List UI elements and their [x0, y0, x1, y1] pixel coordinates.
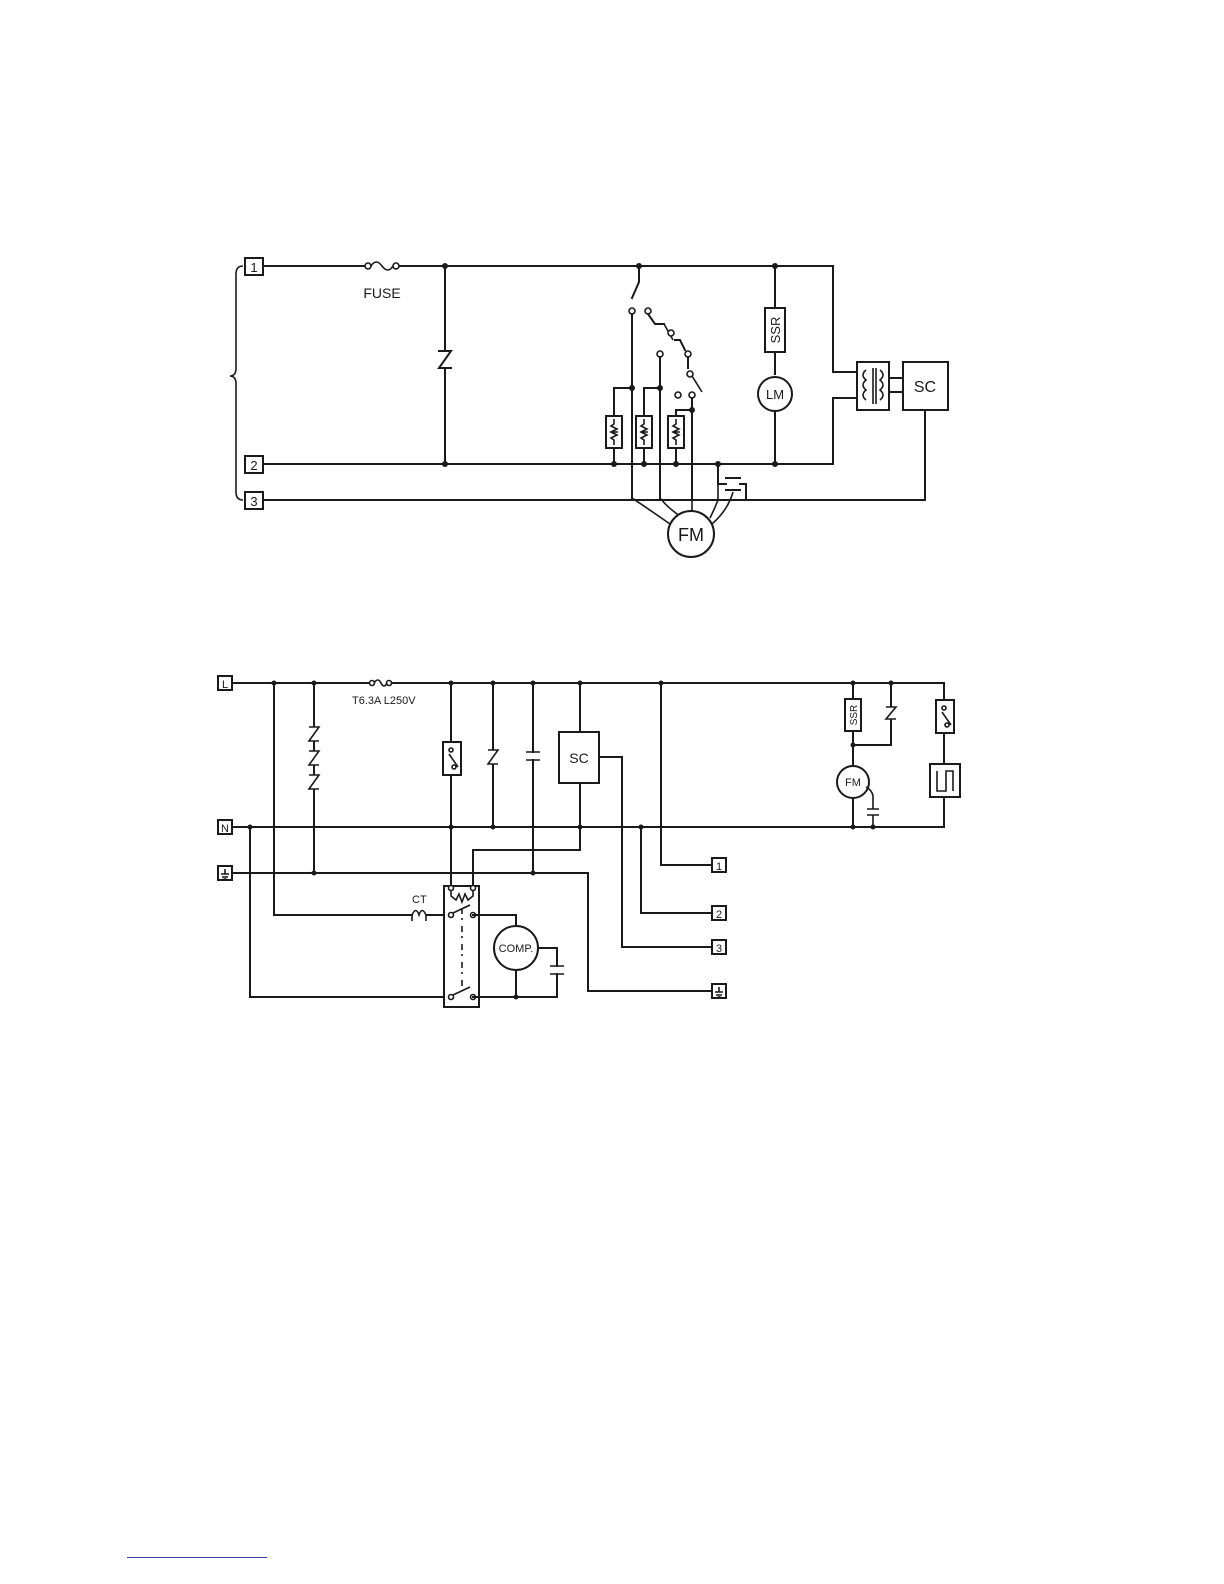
- fan-capacitor: [715, 461, 746, 500]
- svg-text:SSR: SSR: [768, 317, 783, 344]
- out-terminal-1: 1: [712, 858, 726, 873]
- sc-bottom: SC: [473, 681, 710, 948]
- top-diagram: 1 2 3 FUSE: [230, 258, 948, 557]
- compressor-relay: [444, 827, 564, 1007]
- terminal-brace: [230, 266, 243, 500]
- lead-to-terminal-2: [641, 827, 710, 913]
- fuse-bottom: T6.3A L250V: [352, 680, 416, 707]
- svg-text:N: N: [221, 823, 229, 835]
- thermal-resistor-3: [668, 407, 695, 467]
- out-terminal-2: 2: [712, 906, 726, 921]
- ground-terminal: [218, 866, 232, 880]
- lead-to-terminal-1: [661, 683, 710, 865]
- svg-text:2: 2: [716, 909, 722, 921]
- speed-tap-wires: [632, 314, 692, 498]
- sc-top: SC: [903, 362, 948, 410]
- terminal-1: 1: [245, 258, 263, 275]
- l-to-ct-wire: [274, 683, 450, 915]
- svg-text:L: L: [222, 679, 228, 691]
- heater-protector: [936, 700, 954, 764]
- l-bus: [232, 683, 944, 700]
- heater-element: [930, 764, 960, 797]
- svg-text:FM: FM: [678, 525, 704, 545]
- svg-text:FM: FM: [845, 777, 861, 789]
- svg-text:3: 3: [250, 494, 257, 509]
- svg-text:COMP.: COMP.: [499, 943, 534, 955]
- ssr-bottom: SSR: [845, 681, 861, 768]
- svg-text:SC: SC: [569, 750, 588, 766]
- varistor-chain: [272, 681, 320, 876]
- fuse-rating-label: T6.3A L250V: [352, 695, 416, 707]
- svg-text:2: 2: [250, 458, 257, 473]
- fuse-label: FUSE: [363, 285, 400, 301]
- fan-motor-fm: FM: [668, 511, 714, 557]
- svg-text:CT: CT: [412, 894, 427, 906]
- svg-text:LM: LM: [766, 387, 784, 402]
- footer-rule: [127, 1557, 267, 1558]
- svg-text:1: 1: [716, 861, 722, 873]
- svg-text:3: 3: [716, 943, 722, 955]
- thermal-resistor-2: [636, 385, 663, 467]
- n-bus: [232, 797, 944, 827]
- terminal-3: 3: [245, 492, 263, 509]
- speed-switch: [629, 263, 702, 398]
- terminal-l: L: [218, 676, 232, 691]
- terminal-2: 2: [245, 456, 263, 473]
- out-terminal-3: 3: [712, 940, 726, 955]
- transformer: [857, 362, 903, 410]
- bottom-diagram: L N T6.3A L250V: [218, 676, 960, 1007]
- fuse-symbol: FUSE: [363, 262, 400, 301]
- thermal-resistor-1: [606, 385, 635, 467]
- ground-wire-top: [263, 410, 925, 500]
- ct-symbol: CT: [412, 894, 427, 921]
- line-capacitor: [526, 681, 540, 876]
- svg-text:1: 1: [250, 260, 257, 275]
- louver-motor-lm: LM: [758, 377, 792, 467]
- terminal-n: N: [218, 820, 232, 835]
- fan-motor-bottom: FM: [837, 766, 879, 830]
- compressor-comp: COMP.: [494, 926, 538, 1000]
- varistor-symbol: [439, 263, 451, 467]
- varistor-2: [488, 681, 498, 830]
- out-ground-terminal: [712, 984, 726, 998]
- thermostat-switch: [443, 681, 461, 830]
- ssr-top: SSR: [765, 263, 785, 374]
- svg-text:SSR: SSR: [849, 705, 860, 726]
- svg-text:SC: SC: [914, 379, 936, 396]
